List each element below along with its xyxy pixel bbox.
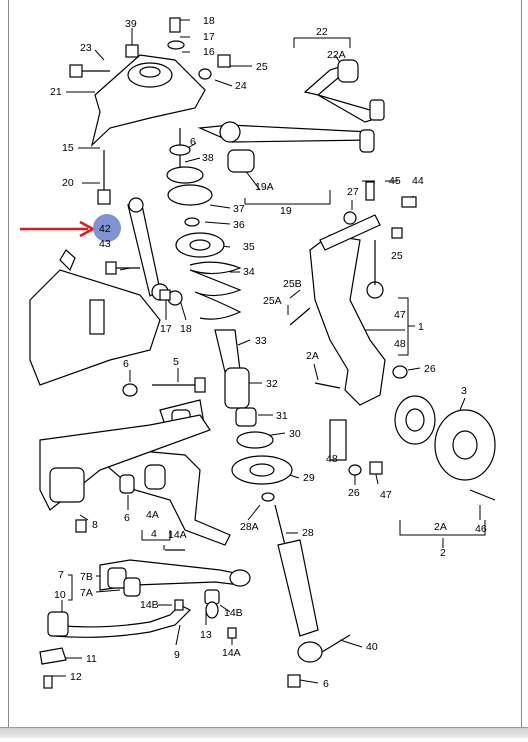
label-18b: 18 [180, 323, 192, 335]
label-34: 34 [243, 266, 255, 278]
label-29: 29 [303, 472, 315, 484]
label-27: 27 [347, 186, 359, 198]
leader-lines [50, 19, 486, 684]
label-13: 13 [200, 629, 212, 641]
label-12: 12 [70, 671, 82, 683]
label-18: 18 [203, 15, 215, 27]
label-47: 47 [394, 309, 406, 321]
page-border-right [521, 0, 522, 737]
label-47b: 47 [380, 489, 392, 501]
label-42: 42 [99, 223, 111, 235]
label-1: 1 [418, 321, 424, 333]
label-6c: 6 [124, 512, 130, 524]
highlight-circle [93, 214, 121, 242]
label-2: 2 [440, 547, 446, 559]
label-30: 30 [289, 428, 301, 440]
label-17b: 17 [160, 323, 172, 335]
label-43: 43 [99, 238, 111, 250]
callout-labels: 39 18 17 16 23 25 21 24 22 22A 15 6 38 2… [50, 15, 487, 690]
label-8: 8 [92, 519, 98, 531]
label-19: 19 [280, 205, 292, 217]
label-15: 15 [62, 142, 74, 154]
label-6b: 6 [123, 358, 129, 370]
label-44: 44 [412, 175, 424, 187]
label-26b: 26 [348, 487, 360, 499]
label-26: 26 [424, 363, 436, 375]
label-25b: 25 [391, 250, 403, 262]
label-5: 5 [173, 356, 179, 368]
label-45: 45 [389, 175, 401, 187]
label-33: 33 [255, 335, 267, 347]
label-19a: 19A [255, 181, 274, 193]
label-48b: 48 [326, 453, 338, 465]
label-25: 25 [256, 61, 268, 73]
label-24: 24 [235, 80, 247, 92]
label-6: 6 [190, 136, 196, 148]
label-4a: 4A [146, 509, 159, 521]
label-23: 23 [80, 42, 92, 54]
label-14b-2: 14B [224, 607, 243, 619]
label-48: 48 [394, 338, 406, 350]
label-4: 4 [151, 528, 157, 540]
label-35: 35 [243, 241, 255, 253]
label-28a: 28A [240, 521, 259, 533]
label-17: 17 [203, 31, 215, 43]
label-3: 3 [461, 385, 467, 397]
label-40: 40 [366, 641, 378, 653]
label-14a: 14A [168, 529, 187, 541]
page-border-left [8, 0, 9, 737]
label-28: 28 [302, 527, 314, 539]
label-7a: 7A [80, 587, 93, 599]
label-31: 31 [276, 410, 288, 422]
label-38: 38 [202, 152, 214, 164]
part-42-highlight[interactable] [20, 214, 121, 242]
label-46: 46 [475, 523, 487, 535]
label-39: 39 [125, 18, 137, 30]
label-7b: 7B [80, 571, 93, 583]
label-10: 10 [54, 589, 66, 601]
label-22: 22 [316, 26, 328, 38]
label-21: 21 [50, 86, 62, 98]
label-6d: 6 [323, 678, 329, 690]
label-32: 32 [266, 378, 278, 390]
label-25a: 25A [263, 295, 282, 307]
label-36: 36 [233, 219, 245, 231]
horizontal-scrollbar[interactable] [0, 727, 528, 738]
label-9: 9 [174, 649, 180, 661]
label-25b-code: 25B [283, 278, 302, 290]
label-14b: 14B [140, 599, 159, 611]
label-16: 16 [203, 46, 215, 58]
label-37: 37 [233, 203, 245, 215]
label-14a-2: 14A [222, 647, 241, 659]
label-7: 7 [58, 569, 64, 581]
label-20: 20 [62, 177, 74, 189]
label-22a: 22A [327, 49, 346, 61]
parts-artwork [29, 17, 496, 689]
label-11: 11 [86, 653, 97, 665]
label-2a-b: 2A [434, 521, 447, 533]
label-2a: 2A [306, 350, 319, 362]
